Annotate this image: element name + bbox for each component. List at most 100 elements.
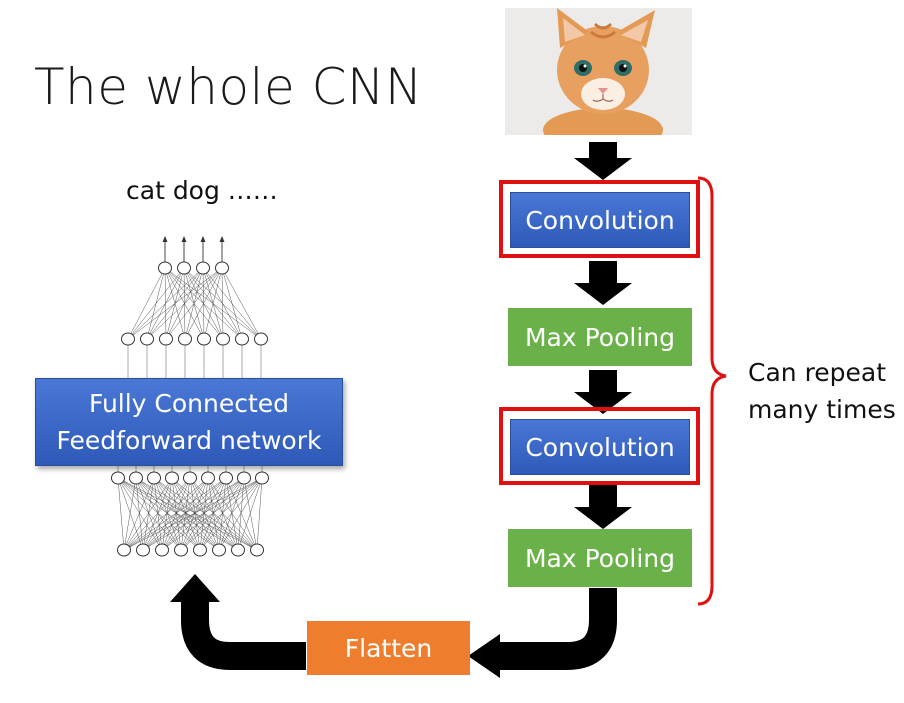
arrow-conv2-to-pool2 xyxy=(574,485,632,529)
nn-edge xyxy=(165,267,223,340)
nn-edge xyxy=(221,267,224,340)
nn-edge xyxy=(221,267,262,340)
nn-edge xyxy=(199,477,209,551)
arrow-pool2-to-flatten xyxy=(500,588,617,670)
nn-edge xyxy=(180,477,263,551)
nn-edge xyxy=(153,477,163,551)
nn-edge xyxy=(225,477,258,551)
arrow-conv1-to-pool1 xyxy=(574,261,632,305)
fully-connected-network-box: Fully Connected Feedforward network xyxy=(35,378,343,466)
nn-edge xyxy=(207,477,239,551)
nn-node xyxy=(111,471,125,485)
nn-edge xyxy=(142,477,227,551)
nn-node xyxy=(235,332,249,346)
max-pooling-box-1: Max Pooling xyxy=(508,308,692,366)
nn-edge xyxy=(117,477,182,551)
nn-edge xyxy=(199,477,245,551)
pipeline-arrows xyxy=(574,142,632,529)
nn-edge xyxy=(203,267,223,340)
nn-edge xyxy=(135,477,239,551)
nn-edge xyxy=(218,477,263,551)
conv2-highlight-frame xyxy=(499,407,700,485)
nn-edge xyxy=(243,477,258,551)
nn-edge xyxy=(123,477,191,551)
nn-edge xyxy=(161,477,173,551)
nn-edge xyxy=(207,477,258,551)
nn-edge xyxy=(135,477,258,551)
nn-edge xyxy=(142,477,209,551)
nn-edge xyxy=(123,477,263,551)
nn-edge xyxy=(123,477,245,551)
nn-edge xyxy=(117,477,258,551)
nn-node xyxy=(216,332,230,346)
neural-network-graphic xyxy=(111,236,269,557)
nn-edge xyxy=(123,477,209,551)
nn-node xyxy=(165,471,179,485)
nn-node xyxy=(237,471,251,485)
nn-node xyxy=(219,471,233,485)
nn-edge xyxy=(135,477,182,551)
nn-edge xyxy=(218,477,245,551)
nn-edge xyxy=(180,477,245,551)
nn-edge xyxy=(256,477,263,551)
nn-edge xyxy=(237,477,245,551)
convolution-box-2: Convolution xyxy=(510,419,690,475)
nn-edge xyxy=(180,477,209,551)
nn-edge xyxy=(161,477,245,551)
nn-node xyxy=(158,261,172,275)
nn-edge xyxy=(161,477,209,551)
nn-edge xyxy=(237,477,263,551)
nn-edge xyxy=(153,477,220,551)
nn-edge xyxy=(207,477,220,551)
nn-edge xyxy=(161,477,191,551)
nn-edge xyxy=(180,477,227,551)
nn-edge xyxy=(117,477,163,551)
fc-line-2: Feedforward network xyxy=(56,426,322,455)
repeat-note-line-2: many times xyxy=(748,395,896,424)
nn-node xyxy=(178,332,192,346)
nn-edge xyxy=(142,477,191,551)
nn-output-arrow xyxy=(162,236,168,242)
nn-edge xyxy=(135,477,144,551)
nn-edge xyxy=(127,267,185,340)
nn-edge xyxy=(127,267,223,340)
nn-edge xyxy=(153,477,182,551)
nn-edge xyxy=(171,477,201,551)
repeat-note: Can repeat many times xyxy=(748,354,896,428)
arrow-head-fc xyxy=(170,574,220,602)
nn-node xyxy=(147,471,161,485)
nn-edge xyxy=(142,477,245,551)
nn-node xyxy=(215,261,229,275)
repeat-bracket xyxy=(697,176,727,606)
nn-edge xyxy=(153,477,201,551)
slide-title: The whole CNN xyxy=(34,58,423,116)
arrow-head-flatten xyxy=(468,634,500,678)
nn-edge xyxy=(199,477,227,551)
nn-node xyxy=(212,543,226,557)
nn-edge xyxy=(123,477,137,551)
nn-output-arrow xyxy=(181,236,187,242)
nn-output-arrow xyxy=(200,236,206,242)
nn-edge xyxy=(171,477,220,551)
nn-edge xyxy=(189,477,239,551)
nn-edge xyxy=(142,477,263,551)
nn-node xyxy=(140,332,154,346)
nn-edge xyxy=(117,477,144,551)
convolution-box-1: Convolution xyxy=(510,192,690,248)
nn-edge xyxy=(221,267,243,340)
nn-edge xyxy=(117,477,220,551)
nn-edge xyxy=(161,477,263,551)
nn-node xyxy=(183,471,197,485)
nn-node xyxy=(174,543,188,557)
nn-edge xyxy=(142,477,155,551)
nn-node xyxy=(159,332,173,346)
nn-node xyxy=(254,332,268,346)
nn-edge xyxy=(171,477,258,551)
nn-edge xyxy=(117,477,125,551)
nn-node xyxy=(177,261,191,275)
nn-edge xyxy=(161,477,227,551)
conv1-highlight-frame xyxy=(499,180,700,258)
nn-edge xyxy=(171,477,239,551)
nn-node xyxy=(193,543,207,557)
